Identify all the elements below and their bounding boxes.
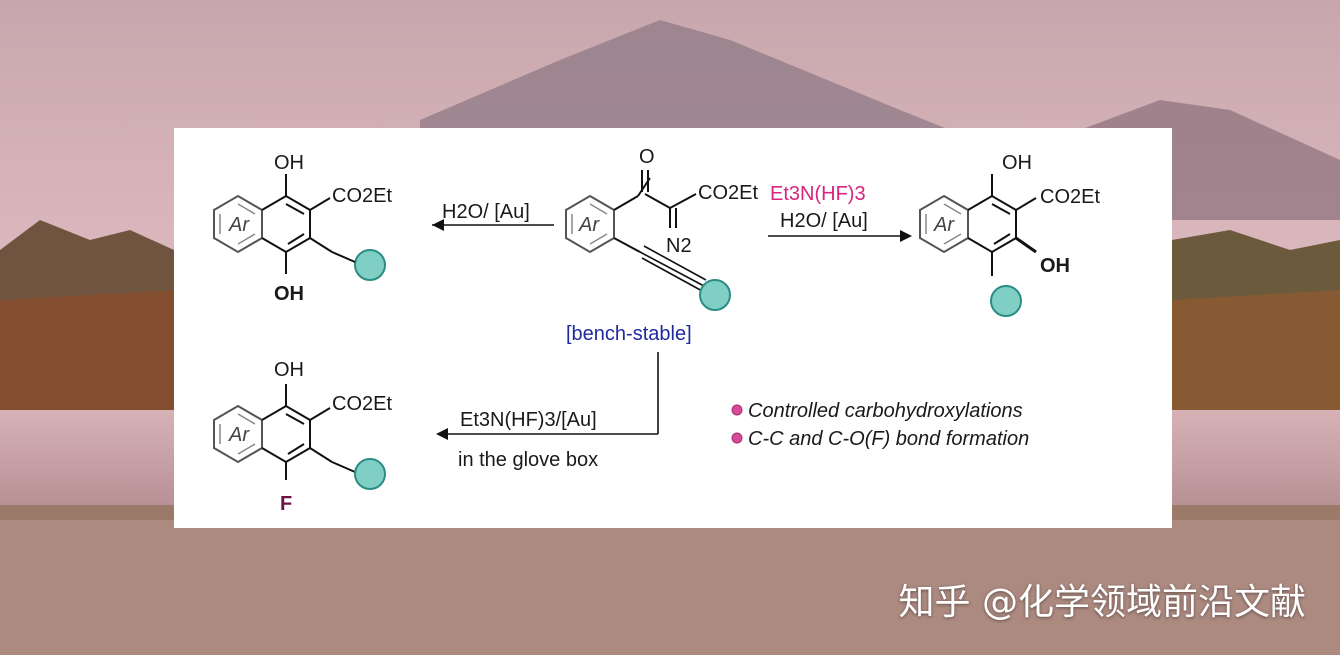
- bullet-item-2: C-C and C-O(F) bond formation: [748, 428, 1029, 450]
- arrow-right: Et3N(HF)3 H2O/ [Au]: [768, 183, 912, 242]
- oh-top-label: OH: [1002, 152, 1032, 174]
- arrow-down-left: Et3N(HF)3/[Au] in the glove box: [436, 352, 659, 471]
- oh-top-label: OH: [274, 152, 304, 174]
- oh-top-label: OH: [274, 359, 304, 381]
- substituent-circle-2: [699, 279, 731, 311]
- arrow-down-reagent: Et3N(HF)3/[Au]: [460, 409, 597, 431]
- bullet-item-1: Controlled carbohydroxylations: [748, 400, 1023, 422]
- ester-label: CO2Et: [332, 393, 392, 415]
- fluorine-label: F: [280, 493, 292, 515]
- oh-bottom-label: OH: [274, 283, 304, 305]
- substituent-circle-3: [990, 285, 1022, 317]
- oh-ring-label: OH: [1040, 255, 1070, 277]
- bullet-dot: [731, 404, 743, 416]
- bottom-left-product: Ar OH CO2Et F: [213, 359, 392, 515]
- arrow-left-label: H2O/ [Au]: [442, 201, 530, 223]
- reaction-scheme-panel: Ar OH CO2Et OH H2O/ [Au] Ar O CO2Et N2 […: [174, 128, 1172, 528]
- substituent-circle-4: [354, 458, 386, 490]
- ester-label: CO2Et: [1040, 186, 1100, 208]
- arrow-right-reagent: Et3N(HF)3: [770, 183, 866, 205]
- diazo-label: N2: [666, 235, 692, 257]
- ar-label: Ar: [578, 214, 600, 236]
- bench-stable-tag: [bench-stable]: [566, 323, 692, 345]
- reaction-scheme: Ar OH CO2Et OH H2O/ [Au] Ar O CO2Et N2 […: [213, 146, 1100, 515]
- watermark-text: 知乎 @化学领域前沿文献: [898, 582, 1306, 623]
- bullet-list: Controlled carbohydroxylations C-C and C…: [731, 400, 1029, 450]
- ester-label: CO2Et: [698, 182, 758, 204]
- ester-label: CO2Et: [332, 185, 392, 207]
- bullet-dot: [731, 432, 743, 444]
- arrow-down-conditions: in the glove box: [458, 449, 598, 471]
- right-product: Ar OH CO2Et OH: [919, 152, 1100, 317]
- carbonyl-o-label: O: [639, 146, 655, 168]
- starting-material: Ar O CO2Et N2 [bench-stable]: [565, 146, 758, 345]
- ar-label: Ar: [933, 214, 955, 236]
- arrow-left: H2O/ [Au]: [432, 201, 554, 231]
- ar-label: Ar: [228, 424, 250, 446]
- substituent-circle-1: [354, 249, 386, 281]
- arrow-right-conditions: H2O/ [Au]: [780, 210, 868, 232]
- top-left-product: Ar OH CO2Et OH: [213, 152, 392, 305]
- ar-label: Ar: [228, 214, 250, 236]
